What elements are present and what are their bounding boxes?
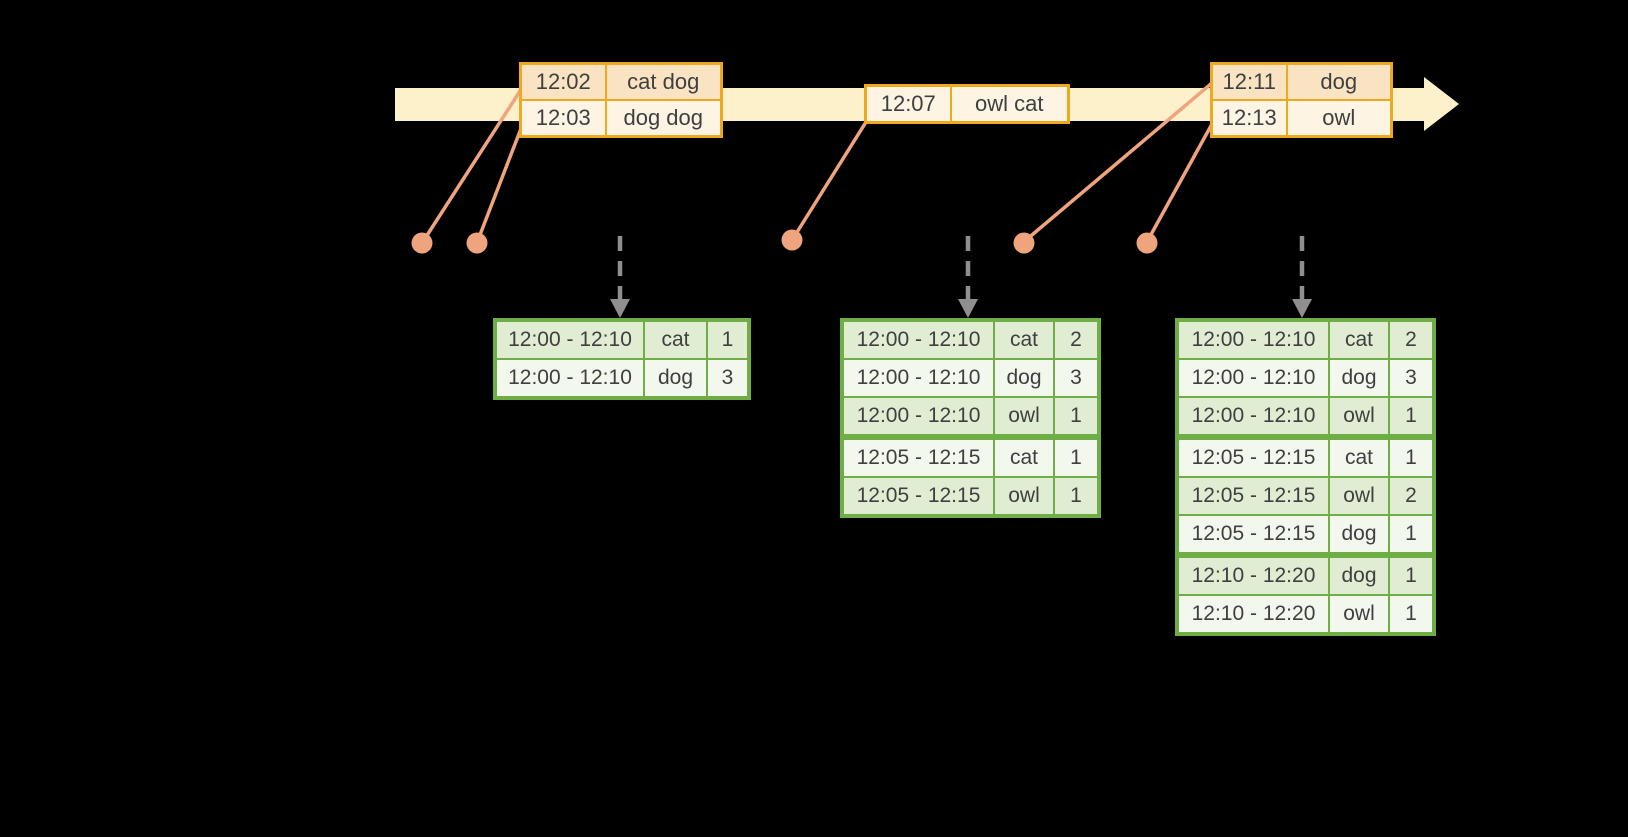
count-cell: 1 [1388, 396, 1435, 438]
window-cell: 12:05 - 12:15 [1176, 476, 1330, 516]
window-cell: 12:00 - 12:10 [841, 319, 995, 360]
table-row: 12:05 - 12:15 cat 1 [1176, 434, 1435, 478]
event-table-3: 12:11 dog 12:13 owl [1210, 62, 1393, 138]
word-cell: dog [993, 358, 1055, 398]
event-dot [466, 232, 488, 254]
event-connector-line [792, 121, 868, 238]
event-connectors [411, 81, 1214, 254]
table-row: 12:13 owl [1210, 99, 1393, 138]
table-row: 12:05 - 12:15 owl 2 [1176, 476, 1435, 516]
window-cell: 12:00 - 12:10 [1176, 319, 1330, 360]
table-row: 12:02 cat dog [519, 62, 723, 101]
window-cell: 12:00 - 12:10 [841, 358, 995, 398]
event-time-cell: 12:11 [1210, 62, 1288, 101]
count-cell: 3 [1388, 358, 1435, 398]
table-row: 12:07 owl cat [864, 84, 1070, 124]
word-cell: cat [1328, 434, 1390, 478]
event-words-cell: dog dog [604, 99, 723, 138]
count-cell: 2 [1388, 476, 1435, 516]
event-table-1: 12:02 cat dog 12:03 dog dog [519, 62, 723, 138]
count-cell: 2 [1388, 319, 1435, 360]
event-time-cell: 12:07 [864, 84, 952, 124]
word-cell: dog [1328, 358, 1390, 398]
event-words-cell: dog [1285, 62, 1393, 101]
event-dot [1136, 232, 1158, 254]
count-cell: 3 [1053, 358, 1100, 398]
trigger-arrowhead-icon [958, 299, 978, 318]
table-row: 12:03 dog dog [519, 99, 723, 138]
table-row: 12:05 - 12:15 cat 1 [841, 434, 1100, 478]
event-time-cell: 12:13 [1210, 99, 1288, 138]
event-time-cell: 12:03 [519, 99, 607, 138]
event-table-2: 12:07 owl cat [864, 84, 1070, 124]
count-cell: 1 [1388, 552, 1435, 596]
table-row: 12:00 - 12:10 cat 1 [494, 319, 750, 360]
count-cell: 3 [706, 358, 750, 399]
event-words-cell: cat dog [604, 62, 723, 101]
table-row: 12:00 - 12:10 dog 3 [494, 358, 750, 399]
event-words-cell: owl cat [949, 84, 1070, 124]
table-row: 12:00 - 12:10 dog 3 [1176, 358, 1435, 398]
table-row: 12:00 - 12:10 dog 3 [841, 358, 1100, 398]
table-row: 12:11 dog [1210, 62, 1393, 101]
timeline-arrowhead-icon [1424, 77, 1459, 131]
event-words-cell: owl [1285, 99, 1393, 138]
table-row: 12:05 - 12:15 dog 1 [1176, 514, 1435, 556]
window-cell: 12:05 - 12:15 [841, 434, 995, 478]
result-table-2: 12:00 - 12:10 cat 2 12:00 - 12:10 dog 3 … [840, 318, 1101, 518]
table-row: 12:00 - 12:10 cat 2 [1176, 319, 1435, 360]
event-time-cell: 12:02 [519, 62, 607, 101]
table-row: 12:00 - 12:10 cat 2 [841, 319, 1100, 360]
table-row: 12:00 - 12:10 owl 1 [1176, 396, 1435, 438]
event-dot [781, 229, 803, 251]
word-cell: cat [1328, 319, 1390, 360]
window-cell: 12:10 - 12:20 [1176, 594, 1330, 635]
count-cell: 2 [1053, 319, 1100, 360]
word-cell: dog [1328, 552, 1390, 596]
table-row: 12:05 - 12:15 owl 1 [841, 476, 1100, 517]
table-row: 12:10 - 12:20 dog 1 [1176, 552, 1435, 596]
window-cell: 12:00 - 12:10 [494, 319, 645, 360]
event-connector-line [422, 87, 524, 241]
trigger-arrowhead-icon [610, 299, 630, 318]
trigger-arrows [610, 236, 1312, 318]
event-connector-line [476, 125, 524, 241]
count-cell: 1 [1053, 434, 1100, 478]
window-cell: 12:00 - 12:10 [494, 358, 645, 399]
word-cell: owl [1328, 594, 1390, 635]
result-table-3: 12:00 - 12:10 cat 2 12:00 - 12:10 dog 3 … [1175, 318, 1436, 636]
word-cell: dog [643, 358, 708, 399]
window-cell: 12:05 - 12:15 [841, 476, 995, 517]
window-cell: 12:10 - 12:20 [1176, 552, 1330, 596]
result-table-1: 12:00 - 12:10 cat 1 12:00 - 12:10 dog 3 [493, 318, 751, 400]
word-cell: owl [993, 396, 1055, 438]
window-cell: 12:00 - 12:10 [841, 396, 995, 438]
window-cell: 12:05 - 12:15 [1176, 514, 1330, 556]
event-dot [1013, 232, 1035, 254]
event-connector-line [1146, 123, 1214, 241]
count-cell: 1 [1053, 396, 1100, 438]
count-cell: 1 [1053, 476, 1100, 517]
trigger-arrowhead-icon [1292, 299, 1312, 318]
word-cell: cat [993, 434, 1055, 478]
word-cell: owl [1328, 396, 1390, 438]
word-cell: dog [1328, 514, 1390, 556]
window-cell: 12:05 - 12:15 [1176, 434, 1330, 478]
window-cell: 12:00 - 12:10 [1176, 396, 1330, 438]
event-connector-line [1024, 81, 1214, 242]
count-cell: 1 [1388, 594, 1435, 635]
table-row: 12:00 - 12:10 owl 1 [841, 396, 1100, 438]
window-cell: 12:00 - 12:10 [1176, 358, 1330, 398]
word-cell: owl [993, 476, 1055, 517]
table-row: 12:10 - 12:20 owl 1 [1176, 594, 1435, 635]
count-cell: 1 [1388, 434, 1435, 478]
word-cell: owl [1328, 476, 1390, 516]
word-cell: cat [643, 319, 708, 360]
count-cell: 1 [706, 319, 750, 360]
event-dot [411, 232, 433, 254]
count-cell: 1 [1388, 514, 1435, 556]
word-cell: cat [993, 319, 1055, 360]
